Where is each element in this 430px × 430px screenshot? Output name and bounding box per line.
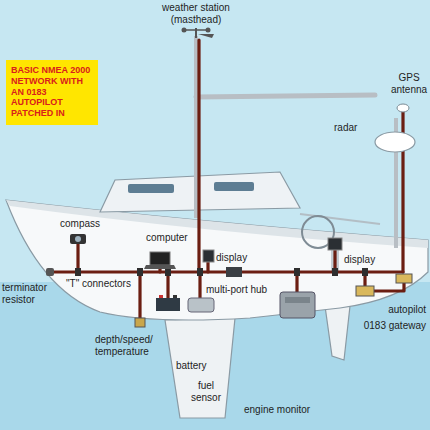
part-label: autopilot [368, 304, 426, 316]
cockpit-coaming [300, 214, 380, 224]
transducer [135, 318, 145, 327]
battery-unit [156, 298, 180, 311]
headline-text: BASIC NMEA 2000 NETWORK WITH AN 0183 AUT… [11, 65, 93, 119]
wind-vane [198, 34, 214, 38]
compass-unit [70, 234, 86, 244]
drop-cable [138, 272, 141, 318]
part-label: multi-port hub [206, 284, 267, 296]
battery-terminal [173, 295, 177, 298]
nmea0183-cable [374, 283, 404, 291]
display-unit [203, 250, 214, 262]
engine-detail [285, 297, 310, 303]
rudder [325, 306, 350, 360]
part-label: GPS antenna [390, 72, 428, 96]
helm-display [328, 238, 342, 250]
hull [6, 200, 428, 320]
engine [280, 292, 315, 318]
battery-terminal [159, 295, 163, 298]
part-label: terminator resistor [2, 282, 54, 306]
compass-dial [75, 236, 81, 242]
drop-cable [76, 244, 79, 272]
mast-cable [197, 40, 200, 272]
cabin-window [214, 182, 254, 191]
part-label: computer [146, 232, 196, 244]
terminator-resistor [46, 268, 54, 276]
gateway-unit [356, 286, 374, 296]
t-connector [294, 268, 300, 276]
cabin-window [128, 184, 174, 193]
t-connector [75, 268, 81, 276]
part-label: display [344, 254, 384, 266]
radar-dome [375, 132, 415, 152]
t-connector [165, 268, 171, 276]
t-connector [362, 268, 368, 276]
part-label: 0183 gateway [356, 320, 426, 332]
anemometer-arm [184, 29, 208, 31]
gps-antenna [397, 104, 409, 112]
anemometer-cup [182, 28, 187, 33]
part-label: weather station (masthead) [150, 2, 242, 26]
multi-port-hub [226, 267, 242, 277]
part-label: depth/speed/ temperature [95, 334, 165, 358]
part-label: compass [60, 218, 110, 230]
laptop-base [144, 265, 176, 269]
fuel-tank [188, 298, 214, 312]
t-connector [137, 268, 143, 276]
headline-box: BASIC NMEA 2000 NETWORK WITH AN 0183 AUT… [6, 60, 98, 125]
keel [165, 318, 235, 418]
boom [196, 95, 375, 97]
anemometer-cup [206, 28, 211, 33]
part-label: fuel sensor [186, 380, 226, 404]
t-connector [197, 268, 203, 276]
part-label: battery [176, 360, 220, 372]
part-label: "T" connectors [66, 278, 131, 290]
laptop-screen [150, 252, 170, 265]
part-label: display [216, 252, 256, 264]
t-connectors [75, 268, 368, 276]
nmea-wiring [52, 40, 404, 318]
drop-cable [206, 262, 209, 272]
part-label: engine monitor [244, 404, 310, 416]
autopilot-unit [396, 274, 412, 283]
part-label: radar [334, 122, 368, 134]
t-connector [332, 268, 338, 276]
